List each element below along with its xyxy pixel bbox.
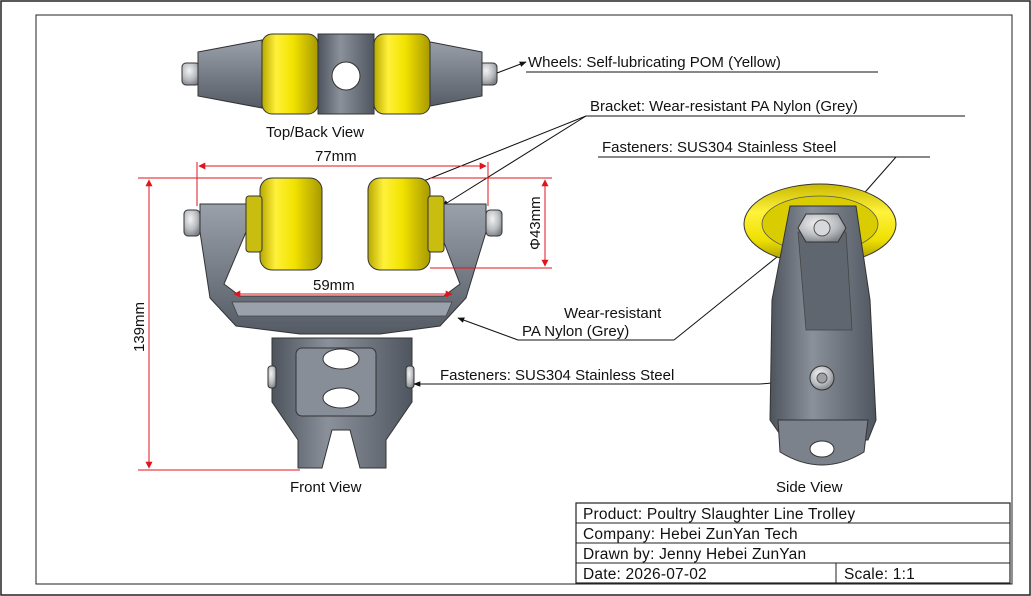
title-date: Date: 2026-07-02	[583, 566, 707, 583]
axle-bolt-right	[485, 209, 503, 237]
leader-bracket-2	[441, 115, 587, 207]
dim-139mm: 139mm	[131, 302, 148, 352]
wheel-hub-right	[427, 195, 445, 253]
leader-nylon-front	[457, 317, 519, 341]
wheel-top-left	[261, 33, 319, 115]
side-view: Side View	[743, 183, 897, 496]
bolt-head-left	[181, 62, 201, 86]
callout-nylon-line2: PA Nylon (Grey)	[522, 323, 629, 340]
stem-bolt-right	[405, 365, 415, 389]
wheel-front-left	[259, 177, 323, 271]
title-drawn-by: Drawn by: Jenny Hebei ZunYan	[583, 546, 806, 563]
top-back-view: Top/Back View	[181, 33, 498, 141]
side-bracket-recess	[797, 231, 853, 331]
title-block: Product: Poultry Slaughter Line Trolley …	[575, 502, 1011, 584]
inner-border	[35, 14, 1013, 585]
dim-77mm: 77mm	[315, 148, 357, 165]
stem-bolt-left	[267, 365, 277, 389]
bracket-arm-left	[197, 39, 263, 109]
top-view-label: Top/Back View	[266, 124, 364, 141]
axle-bolt-left	[183, 209, 201, 237]
title-company: Company: Hebei ZunYan Tech	[583, 526, 798, 543]
wheel-top-right	[373, 33, 431, 115]
side-view-label: Side View	[776, 479, 843, 496]
stem-hole-upper	[322, 348, 360, 370]
stem-hole-lower	[322, 387, 360, 409]
front-view: Front View	[183, 177, 503, 496]
title-product: Product: Poultry Slaughter Line Trolley	[583, 506, 855, 523]
callout-bracket: Bracket: Wear-resistant PA Nylon (Grey)	[590, 98, 858, 115]
side-fastener-center	[816, 372, 828, 384]
u-bracket-rib	[231, 301, 453, 317]
leader-wheels	[496, 61, 527, 74]
callout-fasteners-side: Fasteners: SUS304 Stainless Steel	[602, 139, 836, 156]
side-nut-center	[813, 219, 831, 237]
title-scale: Scale: 1:1	[844, 566, 915, 583]
dim-59mm: 59mm	[313, 277, 355, 294]
wheel-front-right	[367, 177, 431, 271]
callout-nylon-line1: Wear-resistant	[564, 305, 662, 322]
leader-bracket-1	[395, 115, 587, 193]
callout-fasteners-mid: Fasteners: SUS304 Stainless Steel	[440, 367, 674, 384]
side-foot-hole	[809, 440, 835, 458]
callout-wheels: Wheels: Self-lubricating POM (Yellow)	[528, 54, 781, 71]
dim-phi43mm: Φ43mm	[527, 196, 544, 250]
hub-hole	[331, 61, 361, 91]
front-view-label: Front View	[290, 479, 362, 496]
u-bracket	[199, 203, 487, 335]
wheel-hub-left	[245, 195, 263, 253]
